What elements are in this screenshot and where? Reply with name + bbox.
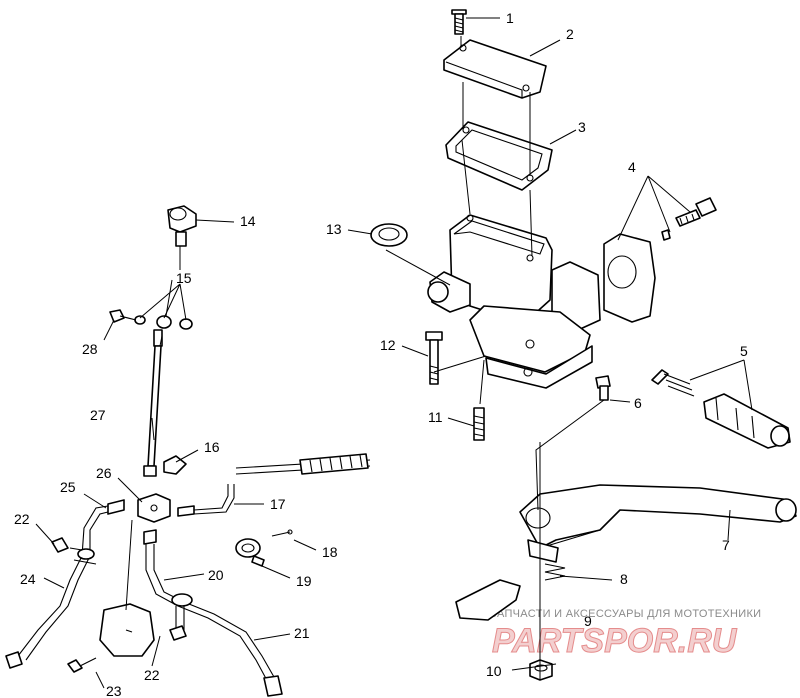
callout-7: 7 [722,537,730,553]
callout-2: 2 [566,26,574,42]
callout-numbers: 1 2 3 4 5 6 7 8 9 10 11 12 13 14 15 16 1… [14,10,748,698]
tee-fitting-26-part [137,493,171,523]
callout-4: 4 [628,159,636,175]
callout-17: 17 [270,496,286,512]
explosion-lines [125,36,605,680]
bracket-23-part [99,603,155,657]
lever-bracket-part [455,539,559,621]
callout-14: 14 [240,213,256,229]
sight-glass-part [370,223,408,247]
callout-20: 20 [208,567,224,583]
bolt-28-part [109,309,137,323]
callout-22-lower: 22 [144,667,160,683]
brake-lever-part [519,484,797,549]
callout-5: 5 [740,343,748,359]
callout-13: 13 [326,221,342,237]
leader-lines [35,17,753,689]
callout-8: 8 [620,571,628,587]
callout-25: 25 [60,479,76,495]
brake-hose-25-24-part [5,499,125,669]
watermark: ЗАПЧАСТИ И АКСЕССУАРЫ ДЛЯ МОТОТЕХНИКИ PA… [490,608,761,661]
diaphragm-part [445,121,553,191]
pivot-bolt-part [595,375,611,401]
callout-15: 15 [176,270,192,286]
mounting-screws-part [425,331,485,441]
callout-16: 16 [204,439,220,455]
callout-23: 23 [106,683,122,698]
brake-hose-20-21-part [143,529,283,697]
watermark-logo: PARTSPOR.RU [492,622,738,660]
cover-screw-part [451,9,467,35]
callout-1: 1 [506,10,514,26]
callout-24: 24 [20,571,36,587]
callout-6: 6 [634,395,642,411]
bolt-22-upper-part [51,537,69,553]
callout-3: 3 [578,119,586,135]
callout-26: 26 [96,465,112,481]
callout-22-upper: 22 [14,511,30,527]
callout-12: 12 [380,337,396,353]
return-spring-part [544,563,566,581]
lever-nut-part [529,659,553,681]
brake-line-27-part [143,329,163,477]
brake-line-17-part [177,453,371,517]
washers-15-part [134,315,193,330]
banjo-fitting-14-part [167,205,197,247]
clip-18-part [271,529,293,537]
callout-19: 19 [296,573,312,589]
bolt-23-part [67,657,97,673]
callout-10: 10 [486,663,502,679]
callout-11: 11 [428,409,443,425]
master-cylinder-body [427,214,601,389]
callout-21: 21 [294,625,310,641]
callout-27: 27 [90,407,106,423]
callout-18: 18 [322,544,338,560]
hose-clamp-19-part [235,538,265,567]
handlebar-clamp-part [603,197,717,323]
reservoir-cover-part [443,39,547,99]
callout-28: 28 [82,341,98,357]
watermark-caption: ЗАПЧАСТИ И АКСЕССУАРЫ ДЛЯ МОТОТЕХНИКИ [490,608,761,620]
piston-assembly-part [651,369,791,449]
adapter-16-part [163,455,187,475]
callout-9: 9 [584,613,592,629]
